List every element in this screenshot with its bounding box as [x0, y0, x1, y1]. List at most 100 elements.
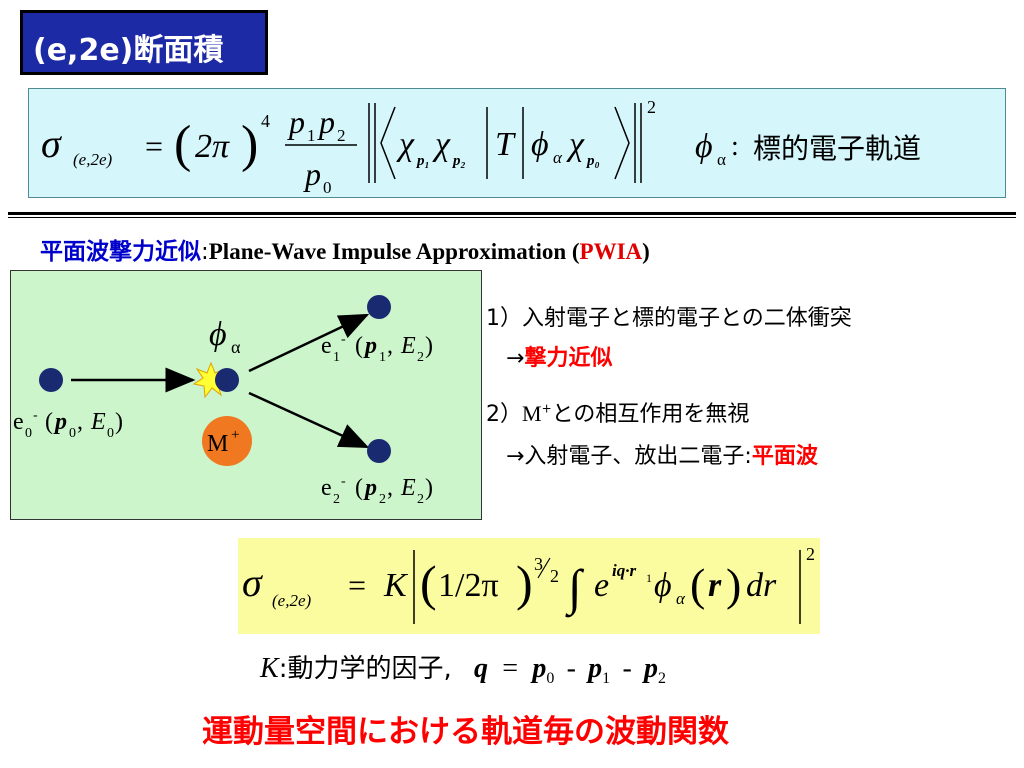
- note-2-arrow-text: →入射電子、放出二電子:: [506, 444, 752, 469]
- denominator-p0: p: [303, 156, 321, 192]
- pwia-formula-box: σ (e,2e) = K ( 1/2π ) 3 2 ∫ e iq·r 1 ϕ α…: [238, 538, 820, 634]
- note-1-line-2: →撃力近似: [506, 340, 612, 372]
- ion-charge: +: [231, 427, 239, 443]
- incoming-E-sub: 0: [107, 426, 114, 441]
- cross-section-formula-box: σ (e,2e) = ( 2π ) 4 p 1 p 2 p 0 χ p₁ χ p…: [28, 88, 1006, 198]
- incoming-electron: [39, 368, 63, 392]
- two-pi: 2π: [195, 128, 230, 165]
- phi-alpha-symbol: ϕ: [695, 128, 713, 165]
- phi-subscript-2: α: [676, 589, 686, 608]
- chi-p0: χ: [566, 126, 585, 163]
- legend-p1-sub: 1: [602, 670, 611, 688]
- phi-symbol-2: ϕ: [654, 567, 672, 604]
- legend-equals: =: [502, 653, 519, 684]
- scattered-electron-1: [367, 295, 391, 319]
- chi-p0-sub: p₀: [585, 153, 600, 169]
- note-2-ion: M: [522, 401, 542, 426]
- incoming-E: E: [90, 409, 106, 435]
- close-paren-3: ): [726, 559, 741, 610]
- out2-label-minus: -: [341, 474, 346, 489]
- outgoing-arrow-2: [248, 391, 370, 449]
- power-two-2: 2: [806, 544, 815, 564]
- collision-diagram-box: M + ϕ α e 0 - ( p 0 , E 0 ) e 1 - ( p 1 …: [10, 270, 482, 520]
- pwia-heading: 平面波撃力近似:Plane-Wave Impulse Approximation…: [40, 232, 650, 266]
- incoming-p-sub: 0: [69, 426, 76, 441]
- close-paren-2: ): [516, 555, 533, 611]
- conclusion-text: 運動量空間における軌道毎の波動関数: [202, 714, 729, 750]
- kinematic-factor-K: K: [383, 567, 409, 604]
- equals-sign: =: [145, 128, 163, 164]
- slide-title: (e,2e)断面積: [33, 33, 224, 68]
- incoming-label-minus: -: [33, 408, 38, 423]
- phi-alpha-subscript: α: [717, 150, 726, 169]
- out2-p: p: [363, 475, 377, 501]
- note-2-line-1: 2）M+との相互作用を無視: [486, 396, 749, 428]
- legend-minus-2: -: [622, 653, 632, 684]
- numerator-p1-sub: 1: [307, 126, 316, 145]
- out1-label-sub: 1: [333, 350, 340, 365]
- open-paren-3: (: [690, 559, 705, 610]
- exp-exponent: iq·r: [612, 561, 636, 580]
- target-orbital-symbol: ϕ: [209, 316, 227, 353]
- incoming-open: (: [45, 409, 53, 435]
- numerator-p2: p: [317, 104, 335, 140]
- target-orbital-subscript: α: [231, 337, 241, 357]
- note-2-highlight: 平面波: [751, 444, 818, 469]
- legend-p0: p: [532, 653, 547, 684]
- out1-open: (: [355, 333, 363, 359]
- phi-subscript: α: [553, 148, 563, 167]
- note-2-text: との相互作用を無視: [551, 402, 750, 427]
- out1-close: ): [425, 333, 433, 359]
- legend-minus-1: -: [566, 653, 576, 684]
- pwia-formula: σ (e,2e) = K ( 1/2π ) 3 2 ∫ e iq·r 1 ϕ α…: [242, 544, 815, 624]
- sigma-symbol-2: σ: [242, 560, 263, 605]
- formula-legend: K:動力学的因子, q = p0 - p1 - p2: [260, 648, 666, 688]
- note-1-arrow: →: [506, 346, 525, 371]
- differential: dr: [746, 567, 777, 604]
- out2-label-e: e: [321, 475, 332, 501]
- note-2-prefix: 2）: [486, 402, 522, 427]
- one-over-two-pi: 1/2π: [438, 567, 499, 604]
- legend-p2-sub: 2: [658, 670, 667, 688]
- target-electron: [215, 368, 239, 392]
- open-paren: (: [174, 116, 191, 173]
- target-orbital-label: 標的電子軌道: [753, 132, 922, 165]
- note-1-highlight: 撃力近似: [524, 346, 613, 371]
- scattered-electron-2: [367, 439, 391, 463]
- legend-p1: p: [588, 653, 603, 684]
- out1-p-sub: 1: [379, 350, 386, 365]
- incoming-label-sub: 0: [25, 426, 32, 441]
- chi-p2-sub: p₂: [451, 153, 466, 169]
- residual-ion: [202, 416, 252, 466]
- out2-comma: ,: [387, 475, 393, 501]
- pwia-japanese: 平面波撃力近似: [40, 239, 201, 265]
- legend-p0-sub: 0: [546, 670, 555, 688]
- out2-p-sub: 2: [379, 492, 386, 507]
- pwia-close-paren: ): [642, 239, 650, 264]
- separator-thin: [8, 217, 1016, 218]
- exponent-denominator: 2: [550, 566, 559, 586]
- power-two: 2: [647, 97, 656, 117]
- out1-comma: ,: [387, 333, 393, 359]
- equals-sign-2: =: [348, 567, 366, 603]
- collision-diagram: M + ϕ α e 0 - ( p 0 , E 0 ) e 1 - ( p 1 …: [13, 295, 433, 507]
- out1-label-minus: -: [341, 332, 346, 347]
- note-2-line-2: →入射電子、放出二電子:平面波: [506, 438, 818, 470]
- integral-sign: ∫: [565, 559, 585, 618]
- exponent-numerator: 3: [534, 554, 543, 574]
- open-paren-2: (: [420, 555, 437, 611]
- separator-thick: [8, 212, 1016, 215]
- numerator-p2-sub: 2: [337, 126, 346, 145]
- ket-bracket: [614, 106, 630, 180]
- pwia-colon: :: [201, 239, 209, 265]
- out2-open: (: [355, 475, 363, 501]
- exp-base: e: [594, 567, 609, 604]
- close-paren: ): [241, 116, 258, 173]
- transition-operator: T: [495, 126, 516, 163]
- note-2-ion-charge: +: [541, 401, 552, 416]
- power-four: 4: [261, 111, 270, 131]
- out1-p: p: [363, 333, 377, 359]
- chi-p2: χ: [432, 126, 451, 163]
- out2-E: E: [400, 475, 416, 501]
- note-1-line-1: 1）入射電子と標的電子との二体衝突: [486, 306, 852, 331]
